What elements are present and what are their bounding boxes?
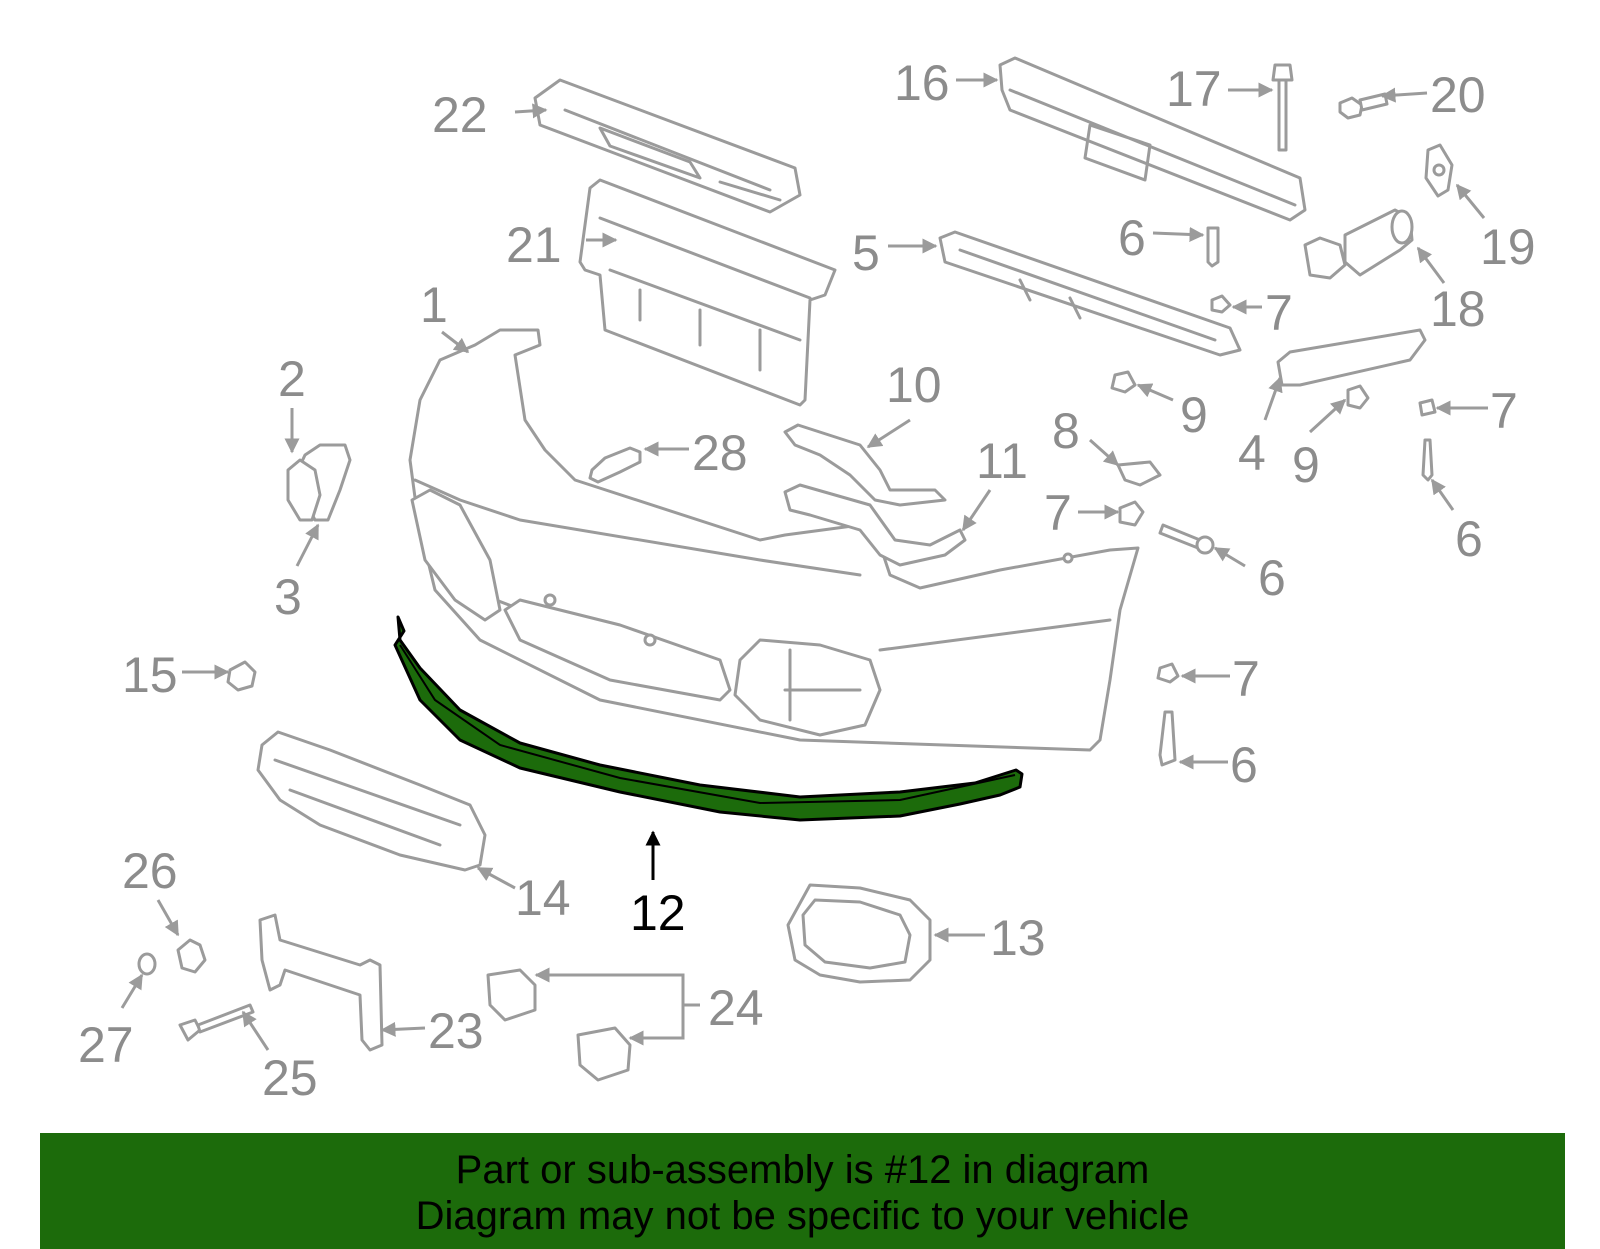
info-banner: Part or sub-assembly is #12 in diagram D…	[40, 1133, 1565, 1249]
part-23-bracket	[258, 913, 384, 1052]
callout-18: 18	[1430, 281, 1486, 337]
fasteners	[1110, 226, 1437, 767]
part-11-bracket	[783, 483, 967, 567]
banner-disclaimer-line: Diagram may not be specific to your vehi…	[415, 1194, 1190, 1238]
part-24-mounts	[486, 968, 632, 1082]
callout-12: 12	[630, 885, 686, 941]
part-19-plate	[1424, 143, 1454, 198]
callout-7b: 7	[1490, 383, 1518, 439]
callout-11: 11	[976, 433, 1028, 489]
callout-6d: 6	[1230, 737, 1258, 793]
part-22-upper-grille	[533, 78, 802, 214]
part-17-bolt	[1271, 63, 1294, 152]
part-21-center-bracket	[578, 178, 837, 407]
callout-7d: 7	[1232, 651, 1260, 707]
callout-10: 10	[886, 357, 942, 413]
part-14-lamp-grille	[256, 730, 487, 872]
callout-14: 14	[515, 870, 571, 926]
callout-20: 20	[1430, 67, 1486, 123]
callout-7a: 7	[1265, 285, 1293, 341]
callout-6c: 6	[1258, 550, 1286, 606]
part-13-lamp-trim	[786, 883, 932, 984]
callout-1: 1	[420, 277, 448, 333]
part-26-grommet	[176, 938, 207, 974]
callout-23: 23	[428, 1003, 484, 1059]
callout-3: 3	[274, 569, 302, 625]
banner-part-line: Part or sub-assembly is #12 in diagram	[455, 1148, 1150, 1192]
part-2-lamp-cover	[286, 443, 352, 522]
callout-16: 16	[894, 55, 950, 111]
callout-9a: 9	[1180, 387, 1208, 443]
callout-6b: 6	[1455, 511, 1483, 567]
callout-28: 28	[692, 425, 748, 481]
callout-arrows	[120, 72, 1488, 1051]
callout-27: 27	[78, 1017, 134, 1073]
callout-13: 13	[990, 910, 1046, 966]
callout-15: 15	[122, 647, 178, 703]
part-15-nut	[226, 660, 257, 692]
part-18-tow-tube	[1303, 208, 1414, 280]
part-8-clip	[1116, 460, 1162, 487]
callout-labels: 22 21 1 2 3 16 17 20 19 18 5 6 7 9 4 9 7…	[78, 55, 1536, 1106]
part-5-support-bracket	[938, 230, 1242, 357]
part-16-bumper-beam	[998, 56, 1307, 222]
callout-19: 19	[1480, 219, 1536, 275]
callout-4: 4	[1238, 425, 1266, 481]
callout-22: 22	[432, 87, 488, 143]
callout-21: 21	[506, 217, 562, 273]
part-25-screw	[178, 1003, 255, 1042]
part-1-bumper-cover	[408, 328, 1140, 752]
part-20-bolt	[1338, 92, 1389, 120]
callout-5: 5	[852, 225, 880, 281]
callout-24: 24	[708, 980, 764, 1036]
callout-7c: 7	[1044, 485, 1072, 541]
part-10-bracket	[783, 423, 947, 507]
part-27-washer	[137, 952, 157, 976]
callout-8: 8	[1052, 403, 1080, 459]
part-12-lower-spoiler	[393, 615, 1024, 822]
part-28-clip	[588, 446, 642, 484]
part-4-side-bracket	[1276, 328, 1427, 387]
callout-6a: 6	[1118, 210, 1146, 266]
callout-9b: 9	[1292, 437, 1320, 493]
callout-25: 25	[262, 1050, 318, 1106]
callout-17: 17	[1166, 61, 1222, 117]
callout-2: 2	[278, 351, 306, 407]
callout-26: 26	[122, 843, 178, 899]
